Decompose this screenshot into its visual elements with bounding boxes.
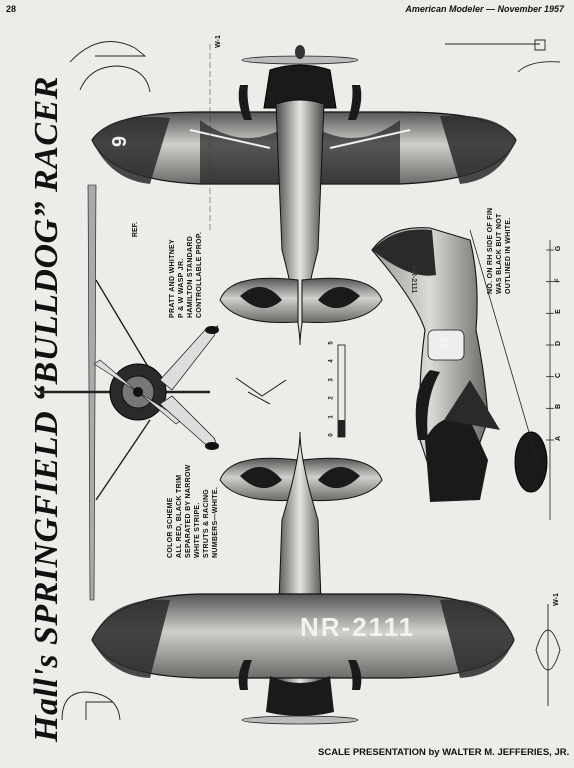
strut-left	[189, 129, 271, 149]
section-sketch-bottom-left	[61, 691, 121, 721]
gear-leg-upper	[159, 325, 219, 391]
ref-label: REF.	[132, 221, 140, 238]
scale-tick-label: 2	[328, 396, 335, 400]
wheel-pant-right	[348, 85, 362, 120]
gear-leg-lower	[159, 395, 219, 449]
scale-bar	[337, 344, 346, 438]
station-letter-d: D	[555, 340, 563, 347]
race-number-panel	[427, 329, 465, 361]
wheel-upper	[205, 326, 219, 334]
side-view	[371, 227, 548, 502]
side-landing-gear	[415, 370, 440, 440]
lower-stab-trim-left	[240, 466, 282, 489]
wheel-pant-left	[238, 85, 252, 120]
scale-tick-label: 3	[328, 378, 335, 382]
side-ref-line	[469, 229, 541, 471]
registration-lower-wing: NR-2111	[300, 612, 416, 642]
scale-tick-label: 0	[328, 433, 335, 437]
section-sketch-curve-right	[517, 61, 561, 73]
spinner	[295, 45, 305, 59]
magazine-issue: American Modeler — November 1957	[405, 4, 564, 14]
front-view	[40, 184, 219, 601]
stab-trim-left	[240, 286, 282, 309]
top-view-lower	[91, 431, 515, 725]
lower-cowling	[266, 676, 334, 716]
prop-blade-2	[137, 391, 183, 425]
station-letter-f: F	[554, 278, 562, 283]
section-sketch-top-right	[445, 39, 546, 51]
station-letter-g: G	[555, 245, 563, 252]
illustration-credit: SCALE PRESENTATION by WALTER M. JEFFERIE…	[318, 747, 570, 758]
side-wheel-pant	[514, 431, 548, 493]
scale-tick-label: 5	[328, 341, 335, 345]
side-wing-trim	[444, 380, 500, 430]
wing-tip-trim-right	[440, 115, 516, 184]
race-number-side: 6	[433, 337, 456, 350]
page-number: 28	[6, 4, 17, 14]
section-sketches	[61, 39, 561, 721]
stab-trim-right	[318, 286, 360, 309]
w1-label-top: W-1	[214, 35, 222, 48]
top-view-upper	[91, 44, 517, 346]
lower-propeller-disc	[241, 715, 359, 725]
wheel-lower	[205, 442, 219, 450]
station-ticks	[546, 249, 554, 441]
lower-wing-tip-right	[440, 599, 514, 678]
strut-right	[329, 129, 411, 149]
lower-stab-trim-right	[318, 466, 360, 489]
front-strut-upper	[95, 279, 151, 371]
wing-tip-trim-left	[92, 116, 170, 184]
w1-label-bottom: W-1	[552, 593, 560, 606]
section-sketch-bottom-right	[535, 629, 561, 671]
station-letter-e: E	[554, 309, 562, 315]
lower-wheel-pant-left	[238, 660, 252, 690]
scale-bar-fill	[338, 420, 345, 437]
lower-wheel-pant-right	[348, 660, 362, 690]
station-letter-c: C	[555, 372, 563, 378]
fin-note: NO. ON RH SIDE OF FIN WAS BLACK BUT NOT …	[487, 207, 512, 294]
station-letter-a: A	[555, 435, 563, 442]
station-letter-b: B	[555, 404, 563, 410]
engine-note: PRATT AND WHITNEY P & W WASP JR. HAMILTO…	[169, 231, 203, 318]
front-strut-lower	[95, 419, 151, 501]
prop-blade-1	[93, 359, 139, 393]
signature-mark	[235, 377, 287, 405]
race-number-upper-wing: 6	[107, 135, 130, 148]
cowling	[263, 64, 337, 109]
scale-tick-label: 4	[328, 359, 335, 364]
registration-side: NR-2111	[410, 265, 418, 294]
section-sketch-top-left	[69, 41, 147, 63]
color-scheme-note: COLOR SCHEME ALL RED, BLACK TRIM SEPARAT…	[167, 464, 219, 558]
scale-tick-label: 1	[328, 414, 335, 419]
lower-wing-tip-left	[92, 599, 170, 678]
section-sketch-arch	[79, 65, 151, 93]
fin-trim	[372, 229, 436, 276]
side-cowling	[425, 417, 488, 502]
